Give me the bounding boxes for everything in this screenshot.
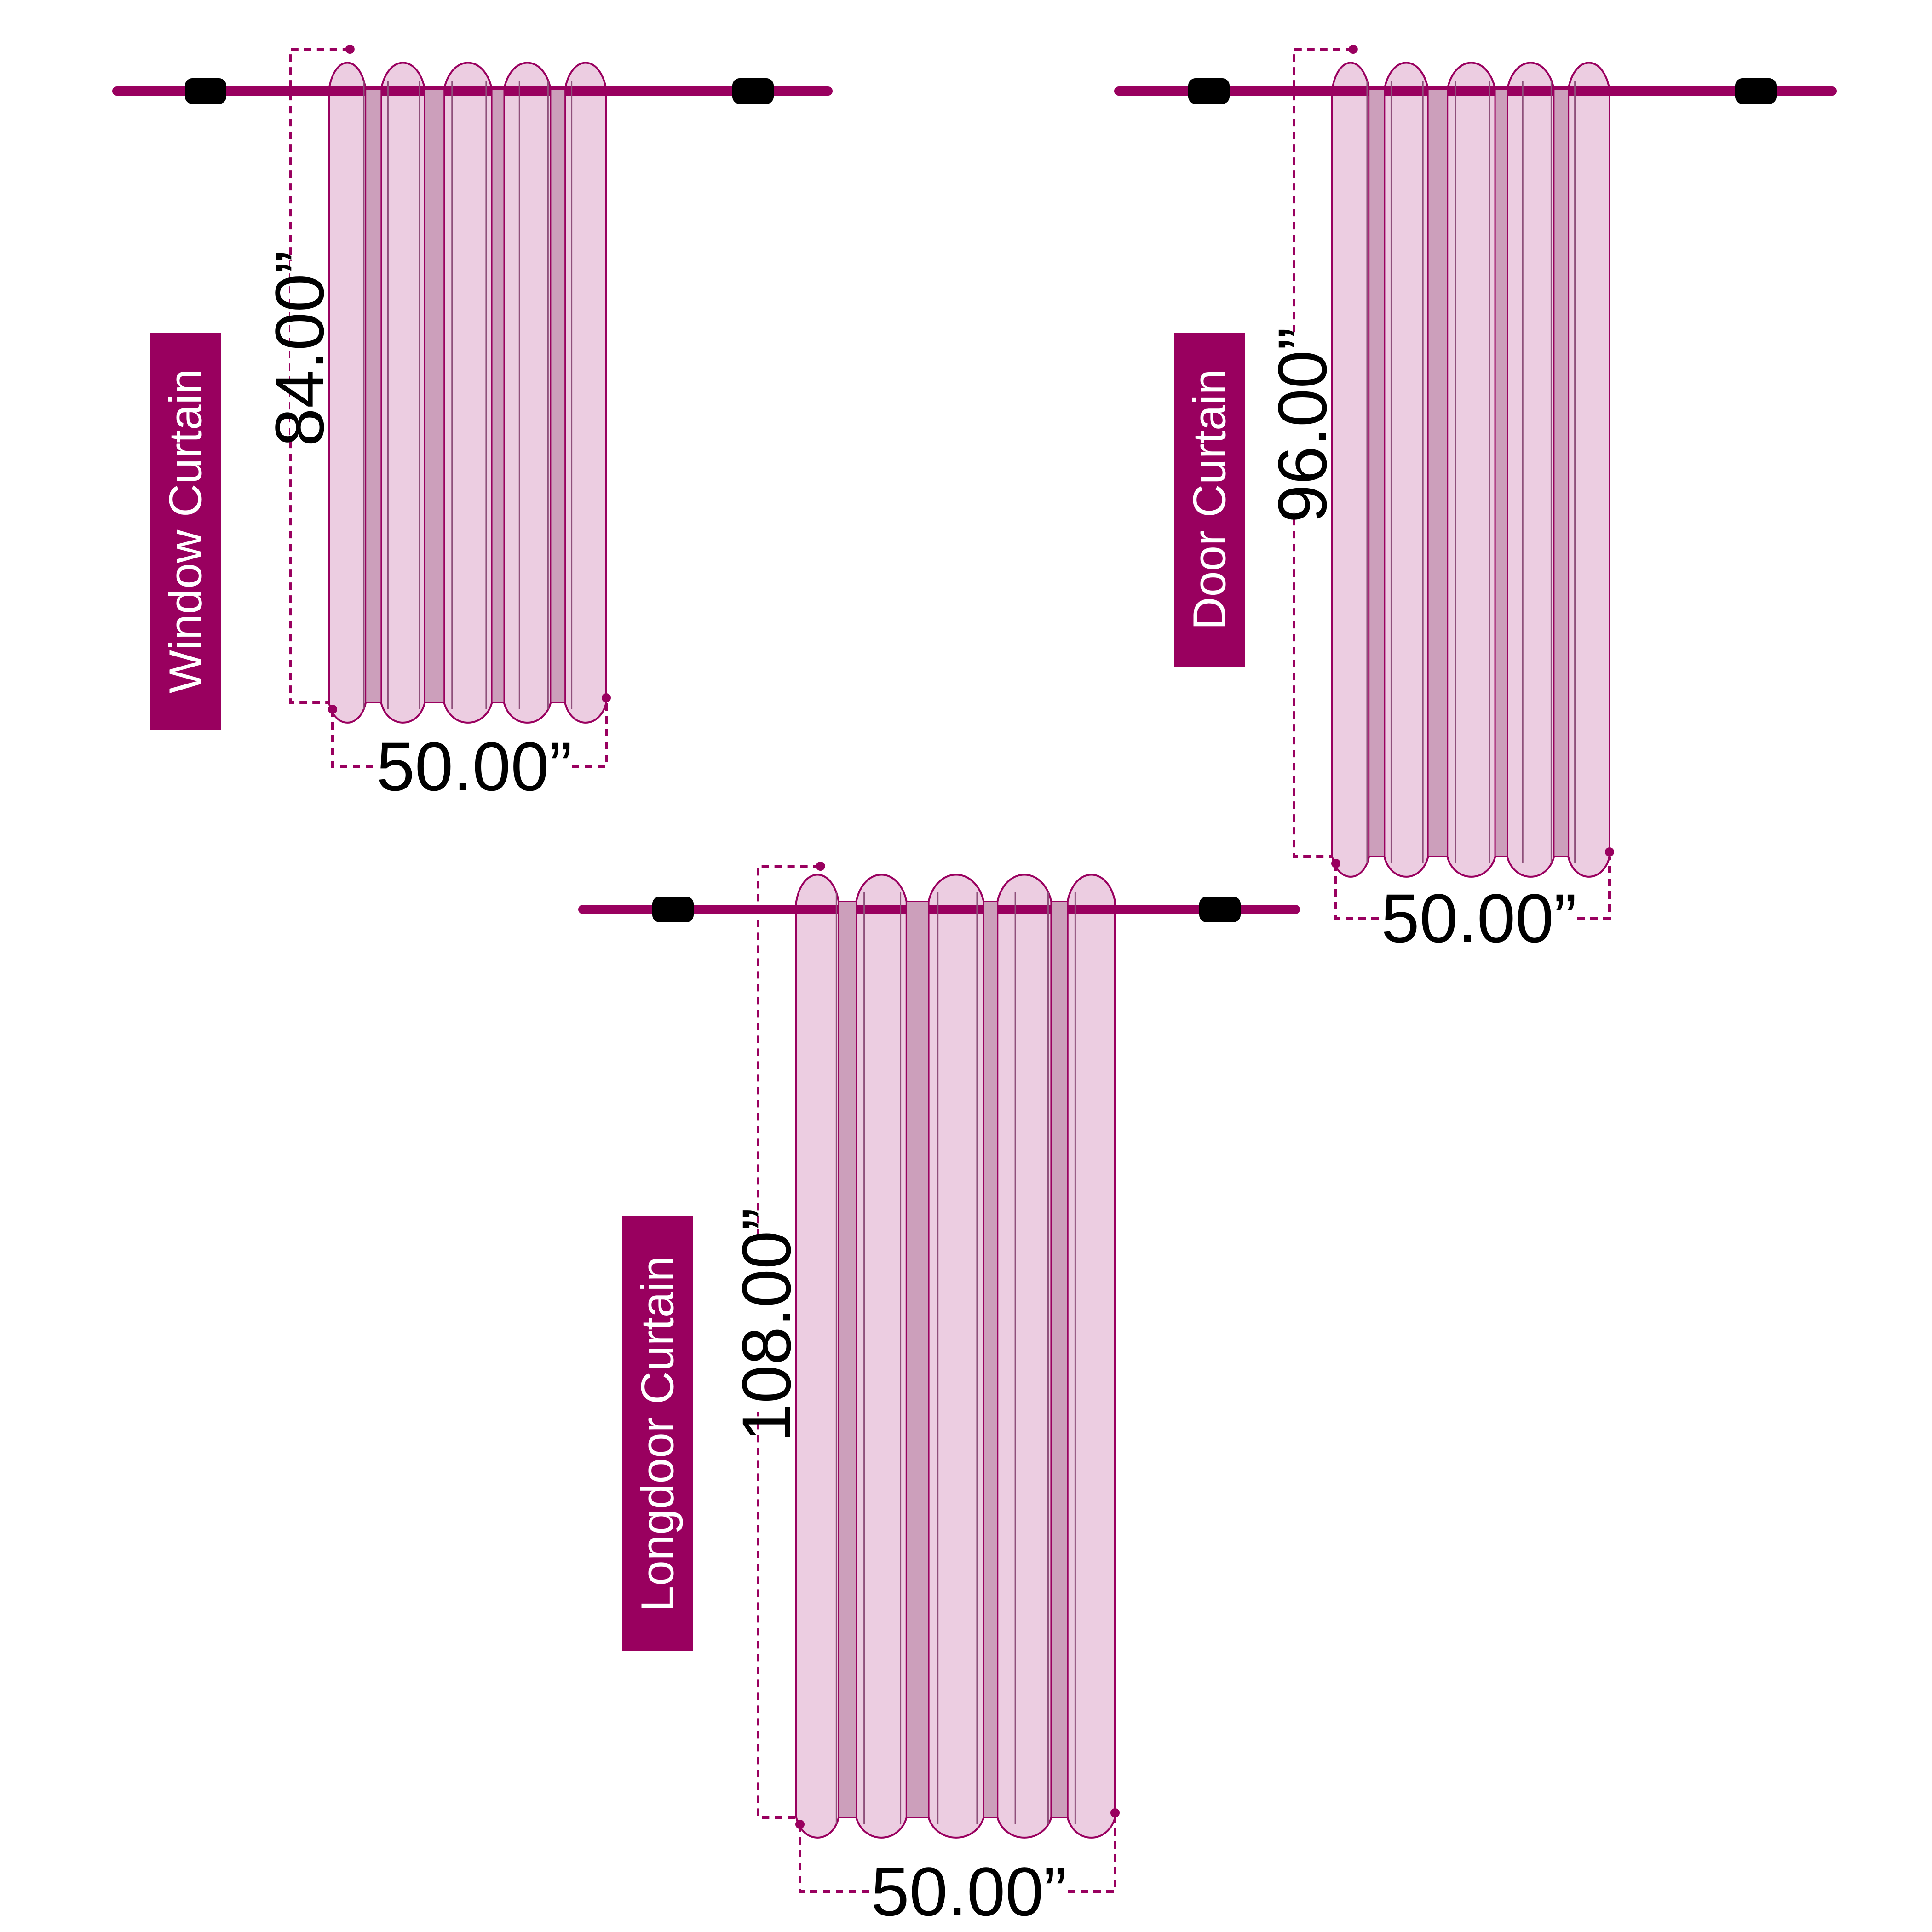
curtain-panel (927, 874, 985, 1839)
dimension-point (1348, 45, 1358, 54)
height-dimension-line (289, 48, 350, 704)
curtain-panel (1066, 874, 1116, 1839)
dimension-point (816, 862, 825, 871)
window-curtain-label: Window Curtain (160, 369, 212, 694)
door-curtain-width: 50.00” (1381, 880, 1576, 957)
longdoor-curtain-height: 108.00” (728, 1208, 805, 1442)
dimension-point (1110, 1808, 1120, 1817)
fold-shadow (365, 89, 382, 703)
height-text-backing (757, 1237, 776, 1412)
fold-shadow (424, 89, 445, 703)
rod-bracket-icon (1199, 897, 1241, 922)
height-text-backing (1293, 338, 1311, 512)
fold-shadow (1427, 89, 1448, 857)
door-curtain-label: Door Curtain (1184, 369, 1236, 630)
fold-shadow (1051, 901, 1068, 1818)
door-curtain-label-box (1174, 333, 1245, 667)
curtain-panel (1446, 62, 1496, 878)
dimension-point (602, 693, 611, 702)
fold-shadow (491, 89, 505, 703)
dimension-point (1605, 847, 1614, 857)
window-curtain-height: 84.00” (261, 251, 338, 446)
dimension-point (795, 1820, 805, 1829)
curtain-panel (1567, 62, 1610, 878)
rod-bracket-icon (652, 897, 694, 922)
longdoor-curtain-group: Longdoor Curtain 108.00” 50.00” (578, 862, 1300, 1930)
rod-bracket-icon (732, 78, 774, 104)
curtain-panel (1506, 62, 1555, 878)
curtain-panel (564, 62, 607, 724)
dimension-point (1331, 859, 1340, 868)
rod-bracket-icon (1188, 78, 1230, 104)
longdoor-curtain-width: 50.00” (871, 1853, 1066, 1930)
dimension-point (345, 45, 355, 54)
door-curtain-height: 96.00” (1264, 327, 1341, 523)
window-curtain-label-box (150, 333, 221, 730)
curtain-panel (443, 62, 493, 724)
fold-shadow (983, 901, 998, 1818)
rod-bracket-icon (1735, 78, 1777, 104)
fold-shadow (1553, 89, 1569, 857)
door-curtain-group: Door Curtain 96.00” 50.00” (1114, 45, 1837, 957)
curtain-panel (503, 62, 552, 724)
longdoor-curtain-label: Longdoor Curtain (632, 1256, 684, 1612)
fold-shadow (550, 89, 566, 703)
curtain-panel (996, 874, 1052, 1839)
width-text-backing (1382, 909, 1576, 927)
fold-shadow (906, 901, 929, 1818)
width-dimension-line (1334, 857, 1611, 920)
height-text-backing (290, 261, 309, 436)
fold-shadow (1495, 89, 1508, 857)
width-text-backing (872, 1882, 1065, 1901)
window-curtain-group: Window Curtain 84.00” 50.00” (112, 45, 833, 805)
fold-shadow (1368, 89, 1385, 857)
width-text-backing (378, 757, 571, 776)
longdoor-curtain-label-box (622, 1216, 693, 1651)
window-curtain-width: 50.00” (376, 728, 572, 805)
rod-bracket-icon (185, 78, 226, 104)
fold-shadow (838, 901, 857, 1818)
dimension-point (328, 705, 337, 714)
height-dimension-line (1293, 48, 1353, 858)
height-dimension-line (757, 865, 821, 1819)
